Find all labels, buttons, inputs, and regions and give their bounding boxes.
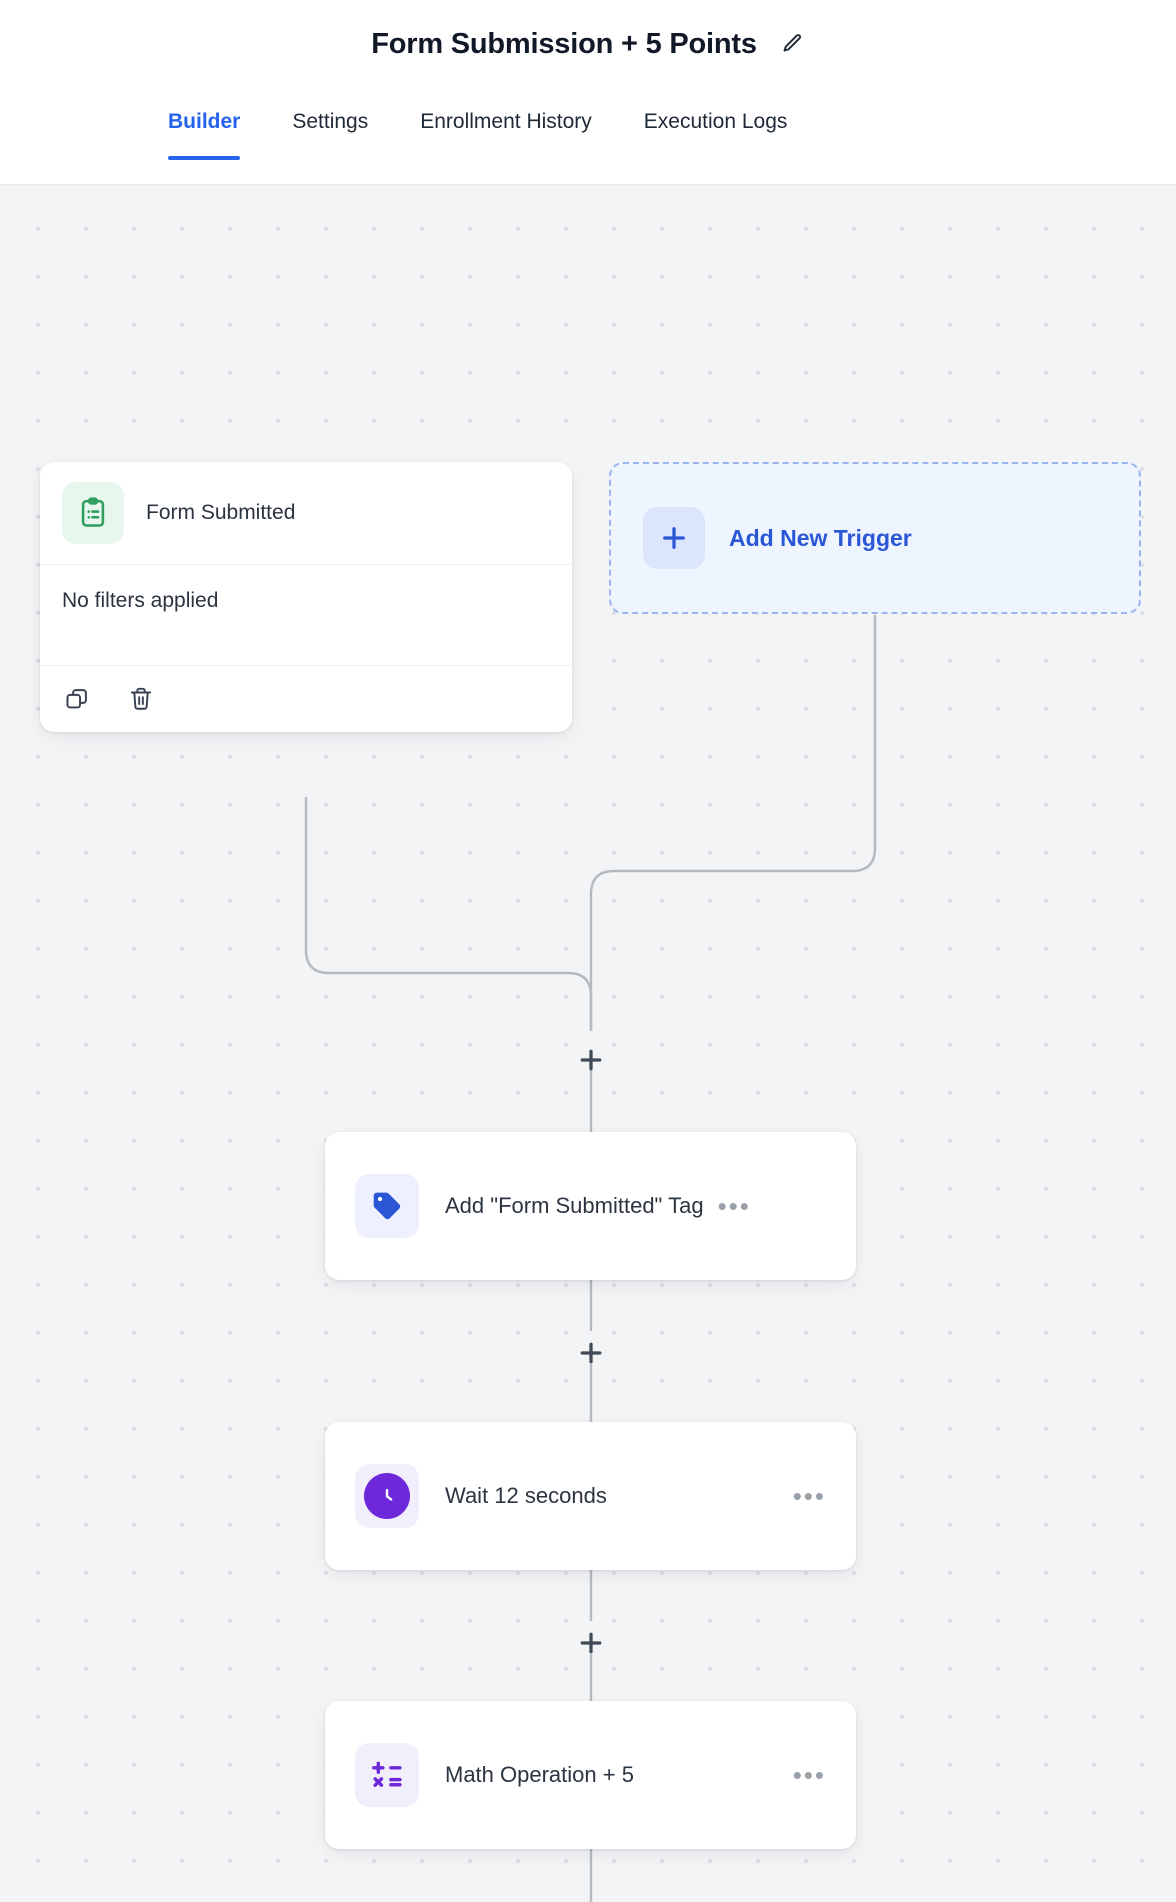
clock-icon (355, 1464, 419, 1528)
tab-execution-logs[interactable]: Execution Logs (644, 88, 788, 160)
trigger-filters[interactable]: No filters applied (40, 565, 572, 666)
app-header: Form Submission + 5 Points (0, 0, 1176, 88)
tab-builder-label: Builder (168, 110, 241, 133)
plus-icon (643, 507, 705, 569)
action-node-math-operation[interactable]: Math Operation + 5 ••• (325, 1701, 856, 1849)
add-step-button-1[interactable] (574, 1043, 608, 1077)
trigger-title: Form Submitted (146, 501, 296, 524)
tab-settings-label: Settings (292, 110, 369, 133)
action-node-label: Math Operation + 5 (445, 1762, 634, 1787)
trigger-card[interactable]: Form Submitted No filters applied (40, 462, 572, 732)
action-node-add-tag[interactable]: Add "Form Submitted" Tag ••• (325, 1132, 856, 1280)
tab-enrollment-history[interactable]: Enrollment History (420, 88, 592, 160)
tab-bar: Builder Settings Enrollment History Exec… (0, 88, 1176, 185)
trigger-actions (40, 666, 572, 732)
math-icon (355, 1743, 419, 1807)
clipboard-icon (62, 482, 124, 544)
copy-icon[interactable] (62, 684, 92, 714)
add-step-button-3[interactable] (574, 1626, 608, 1660)
add-new-trigger-label: Add New Trigger (729, 524, 912, 551)
workflow-canvas[interactable]: Form Submitted No filters applied (0, 185, 1176, 1902)
pencil-icon[interactable] (779, 31, 805, 57)
tab-execution-logs-label: Execution Logs (643, 110, 788, 133)
node-overflow-menu[interactable]: ••• (792, 1481, 826, 1511)
add-step-button-2[interactable] (574, 1336, 608, 1370)
trash-icon[interactable] (126, 684, 156, 714)
tag-icon (355, 1174, 419, 1238)
node-overflow-menu[interactable]: ••• (792, 1760, 826, 1790)
tab-builder[interactable]: Builder (168, 88, 241, 160)
node-overflow-menu[interactable]: ••• (717, 1191, 751, 1221)
action-node-label: Add "Form Submitted" Tag (445, 1193, 704, 1218)
action-node-label: Wait 12 seconds (445, 1483, 607, 1508)
action-node-wait[interactable]: Wait 12 seconds ••• (325, 1422, 856, 1570)
add-new-trigger-button[interactable]: Add New Trigger (609, 462, 1141, 614)
tab-settings[interactable]: Settings (292, 88, 368, 160)
trigger-header[interactable]: Form Submitted (40, 462, 572, 565)
page-title: Form Submission + 5 Points (371, 27, 757, 60)
tab-enrollment-history-label: Enrollment History (420, 110, 592, 133)
